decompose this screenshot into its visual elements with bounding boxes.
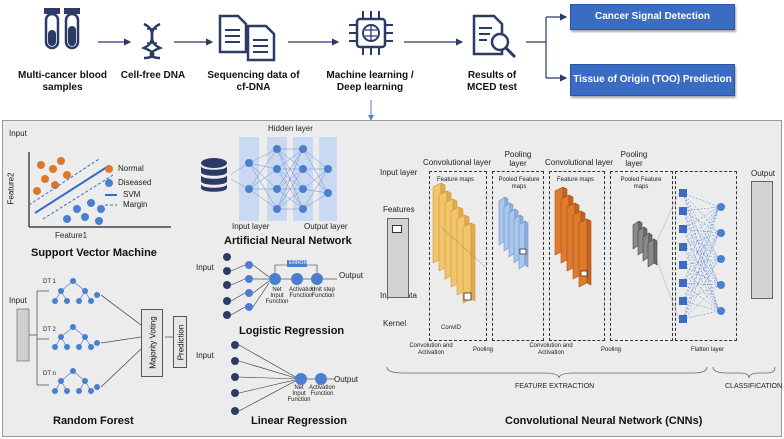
rf-tree-n-label: DT n (43, 371, 56, 377)
logistic-unit-step: Unit step Function (311, 287, 335, 299)
ann-output-layer-label: Output layer (304, 222, 348, 231)
cnn-fm2-label: Feature maps (557, 177, 595, 183)
methods-panel: Input Normal Diseased SVM Margin F (2, 120, 782, 437)
cnn-b-conv1: Convolution and Activation (409, 343, 453, 357)
cnn-conv1-label: Convolutional layer (423, 158, 492, 167)
cnn-pool1-box (492, 171, 544, 341)
svm-legend-normal: Normal (118, 164, 144, 173)
rf-diagram (16, 278, 173, 394)
documents-icon (218, 14, 276, 62)
ann-title: Artificial Neural Network (224, 235, 352, 247)
cnn-conv2-maps (554, 187, 592, 288)
linear-output-label: Output (334, 375, 359, 384)
rf-voting-label: Majority Voting (148, 316, 158, 369)
blood-tubes-icon (44, 8, 80, 50)
linear-diagram (231, 341, 335, 415)
ann-input-layer-label: Input layer (232, 222, 270, 231)
rf-prediction-label: Prediction (176, 324, 186, 361)
step-label-ml: Machine learning / Deep learning (326, 70, 414, 93)
cnn-conv1d-label: ConvID (441, 325, 462, 331)
cnn-fc-net (656, 189, 725, 323)
report-magnifier-icon (472, 14, 517, 59)
cnn-output-label: Output (751, 169, 776, 178)
cnn-pool2-label: Pooling layer (620, 150, 648, 168)
cnn-b-pool2: Pooling (601, 347, 622, 353)
chip-brain-icon (349, 11, 393, 55)
rf-tree-2-label: DT 2 (43, 327, 56, 333)
cnn-pooled2-label: Pooled Feature maps (620, 177, 662, 190)
svm-feature2-label: Feature2 (6, 172, 16, 205)
svm-legend-svm: SVM (123, 190, 141, 199)
logistic-title: Logistic Regression (239, 325, 345, 337)
logistic-output-label: Output (339, 271, 364, 280)
cnn-kernel-label: Kernel (383, 319, 407, 328)
logistic-activation: Activation Function (289, 287, 316, 299)
cnn-fc-box (675, 171, 737, 341)
cnn-pool1-label: Pooling layer (504, 150, 532, 168)
dna-icon (140, 22, 164, 60)
svm-input-label: Input (9, 129, 27, 138)
step-label-results: Results of MCED test (466, 70, 517, 93)
cnn-pool2-box (610, 171, 673, 341)
cnn-conv2-box (549, 171, 605, 341)
output-cancer-signal: Cancer Signal Detection (570, 4, 735, 30)
rf-title: Random Forest (53, 415, 134, 427)
cnn-output-bar (751, 181, 773, 299)
logistic-input-label: Input (196, 263, 214, 272)
cnn-b-conv2: Convolution and Activation (529, 343, 573, 357)
pipeline-arrows (98, 13, 568, 121)
ann-network (231, 137, 337, 221)
cnn-fm1-label: Feature maps (437, 177, 475, 183)
cnn-conv1-box (429, 171, 487, 341)
cnn-conv2-label: Convolutional layer (545, 158, 614, 167)
database-icon (201, 158, 227, 192)
svm-legend-margin: Margin (123, 200, 148, 209)
output-too-prediction: Tissue of Origin (TOO) Prediction (570, 64, 735, 96)
rf-prediction-box: Prediction (173, 316, 187, 368)
logistic-error-label: ERROR (289, 260, 308, 266)
cnn-features-label: Features (383, 205, 415, 214)
linear-input-label: Input (196, 351, 214, 360)
step-label-blood: Multi-cancer blood samples (18, 70, 107, 93)
linear-net-input: Net Input Function (287, 385, 311, 403)
cnn-pool1-maps (498, 197, 529, 270)
step-label-seq: Sequencing data of cf-DNA (207, 70, 300, 93)
svm-feature1-label: Feature1 (55, 231, 88, 240)
cnn-input-layer-label: Input layer (380, 168, 418, 177)
cnn-input-kernel (392, 225, 402, 233)
logistic-diagram (223, 253, 337, 319)
svm-plot (28, 152, 171, 228)
cnn-braces (386, 366, 776, 379)
cnn-b-pool1: Pooling (473, 347, 494, 353)
rf-tree-nodes (52, 278, 100, 394)
linear-title: Linear Regression (251, 415, 347, 427)
cnn-conv1-maps (432, 183, 487, 304)
logistic-net-input: Net Input Function (265, 287, 289, 305)
cnn-title: Convolutional Neural Network (CNNs) (505, 415, 703, 427)
cnn-feature-extraction-label: FEATURE EXTRACTION (515, 383, 595, 390)
cnn-pool2-maps (632, 221, 658, 268)
step-label-cfdna: Cell-free DNA (120, 70, 186, 81)
linear-activation: Activation Function (309, 385, 336, 397)
ann-hidden-label: Hidden layer (268, 124, 313, 133)
cnn-input-bar (387, 218, 409, 298)
cnn-b-flatten: Flatten layer (691, 347, 725, 353)
cnn-pooled1-label: Pooled Feature maps (498, 177, 540, 190)
cnn-classification-label: CLASSIFICATION (725, 383, 783, 390)
rf-input-label: Input (9, 296, 27, 305)
rf-voting-box: Majority Voting (141, 309, 163, 377)
svm-legend-diseased: Diseased (118, 178, 152, 187)
rf-tree-1-label: DT 1 (43, 279, 56, 285)
svm-title: Support Vector Machine (31, 247, 157, 259)
